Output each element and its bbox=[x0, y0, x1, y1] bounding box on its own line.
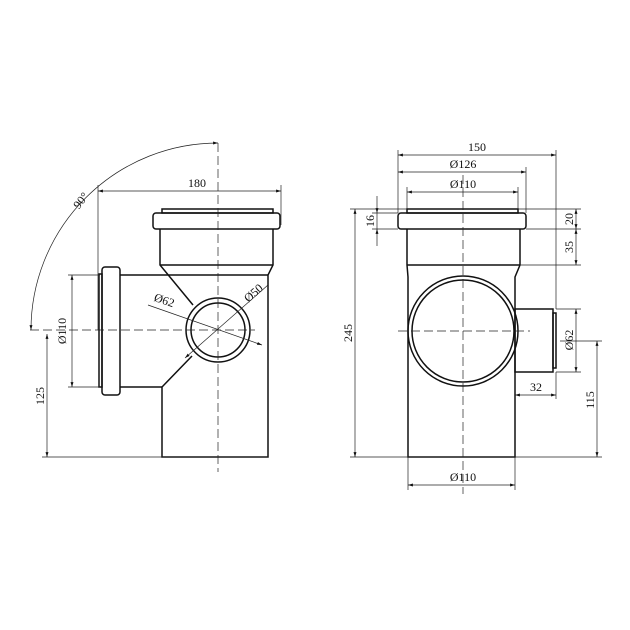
dim-angle-label: 90° bbox=[70, 189, 91, 211]
dim-126-label: Ø126 bbox=[450, 157, 477, 171]
right-outline bbox=[397, 208, 557, 458]
dim-125-label: 125 bbox=[33, 387, 47, 405]
right-view: 150 Ø126 Ø110 16 20 35 245 Ø62 32 115 Ø1… bbox=[341, 140, 602, 494]
dim-side-diameter-label: Ø110 bbox=[55, 318, 69, 344]
left-view: 180 90° Ø110 125 Ø62 Ø50 bbox=[29, 141, 282, 472]
dim-35-label: 35 bbox=[562, 241, 576, 253]
dim-115-label: 115 bbox=[583, 391, 597, 409]
dim-16-label: 16 bbox=[363, 215, 377, 227]
dim-branch-62-label: Ø62 bbox=[562, 330, 576, 351]
dim-bottom-110-label: Ø110 bbox=[450, 470, 476, 484]
dim-top-110-label: Ø110 bbox=[450, 177, 476, 191]
left-centerlines bbox=[30, 143, 255, 472]
right-centerlines bbox=[398, 175, 530, 494]
dim-180-label: 180 bbox=[188, 176, 206, 190]
right-dimensions bbox=[350, 150, 602, 490]
left-dimensions bbox=[29, 141, 282, 458]
dim-branch-outer-label: Ø62 bbox=[152, 290, 176, 310]
dim-150-label: 150 bbox=[468, 140, 486, 154]
dim-32-label: 32 bbox=[530, 380, 542, 394]
dim-20-label: 20 bbox=[562, 213, 576, 225]
dim-245-label: 245 bbox=[341, 324, 355, 342]
left-outline bbox=[98, 208, 281, 458]
dim-branch-inner-label: Ø50 bbox=[241, 281, 266, 305]
